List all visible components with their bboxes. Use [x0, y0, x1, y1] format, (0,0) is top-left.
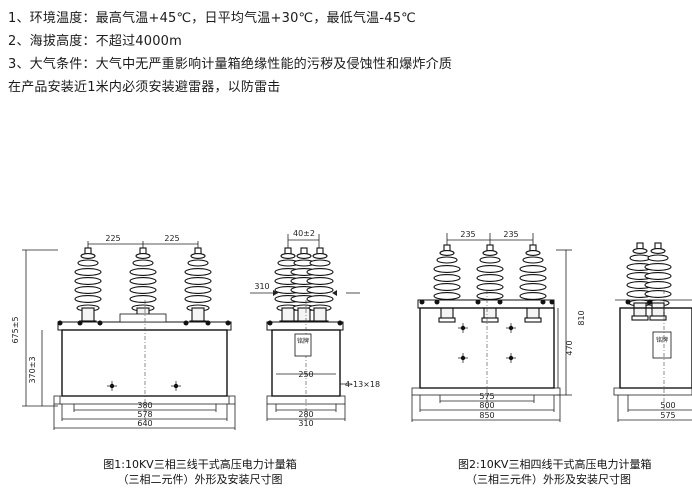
- fig2-dim-235-right: 235: [503, 230, 518, 239]
- fig1-dim-280: 280: [298, 410, 313, 419]
- spec-line-temperature: 1、环境温度：最高气温+45℃，日平均气温+30℃，最低气温-45℃: [8, 11, 416, 26]
- fig1-caption-line1: 图1:10KV三相三线干式高压电力计量箱: [103, 457, 296, 471]
- fig2-dim-500: 500: [660, 401, 675, 410]
- spec-text: 1、环境温度：最高气温+45℃，日平均气温+30℃，最低气温-45℃ 2、海拔高…: [8, 7, 452, 99]
- fig2-dim-575-side: 575: [660, 411, 675, 420]
- fig1-side-view: 40±2 310 铭牌 250 4-13×18 280 310: [250, 229, 380, 428]
- fig2-caption-line1: 图2:10KV三相四线干式高压电力计量箱: [458, 457, 651, 471]
- fig1-caption-line2: （三相二元件）外形及安装尺寸图: [118, 472, 283, 486]
- fig1-dim-370: 370±3: [28, 356, 37, 383]
- fig2-dim-800: 800: [479, 401, 494, 410]
- fig1-nameplate: 铭牌: [297, 337, 309, 345]
- spec-line-atmosphere: 3、大气条件：大气中无严重影响计量箱绝缘性能的污秽及侵蚀性和爆炸介质: [8, 57, 453, 72]
- fig2-side-view: 铭牌 500 575: [613, 242, 692, 422]
- fig1-dim-310-top: 310: [254, 282, 269, 291]
- fig1-dim-310-bottom: 310: [298, 419, 313, 428]
- fig1-dim-225-left: 225: [105, 234, 120, 243]
- fig2-front-view: 235 235 810 470 575 800 85: [411, 230, 586, 422]
- fig2-caption-line2: （三相三元件）外形及安装尺寸图: [466, 472, 631, 486]
- fig2-dim-850: 850: [479, 411, 494, 420]
- fig2-dim-470: 470: [565, 340, 574, 355]
- fig2-dim-235-left: 235: [460, 230, 475, 239]
- fig1-dim-250: 250: [298, 370, 313, 379]
- fig1-dim-380: 380: [137, 401, 152, 410]
- spec-line-altitude: 2、海拔高度：不超过4000m: [8, 34, 183, 49]
- fig1-dim-640: 640: [137, 419, 152, 428]
- fig2-dim-575: 575: [479, 392, 494, 401]
- fig1-dim-578: 578: [137, 410, 152, 419]
- fig2-nameplate: 铭牌: [656, 336, 668, 344]
- fig1-dim-675: 675±5: [11, 316, 20, 343]
- fig1-front-view: 225 225 675±5 370±3 380 578: [11, 234, 236, 430]
- fig1-dim-40: 40±2: [293, 229, 315, 238]
- fig2-dim-810: 810: [577, 310, 586, 325]
- spec-line-lightning: 在产品安装近1米内必须安装避雷器，以防雷击: [8, 80, 281, 95]
- fig1-dim-holes: 4-13×18: [345, 380, 380, 389]
- fig1-dim-225-right: 225: [164, 234, 179, 243]
